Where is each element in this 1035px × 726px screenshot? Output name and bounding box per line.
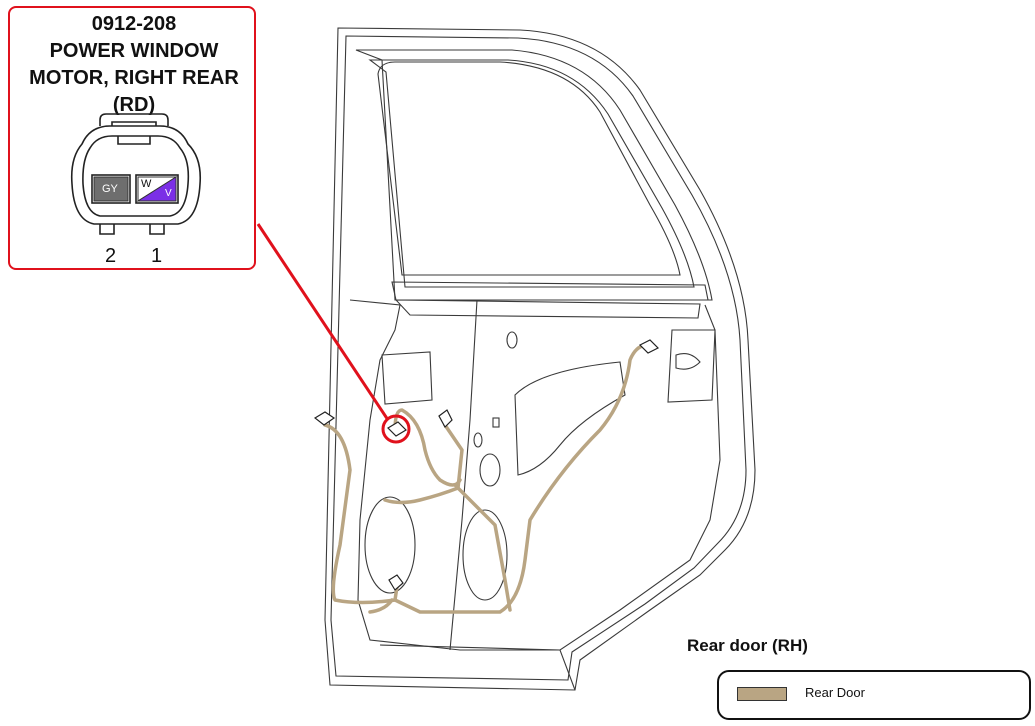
connector-title: 0912-208 POWER WINDOW MOTOR, RIGHT REAR …: [10, 11, 258, 119]
pin1-wire-color-stripe: V: [165, 188, 172, 199]
pin2-number: 2: [105, 245, 117, 267]
legend-swatch-rear-door: [737, 687, 787, 701]
connector-name-line2: MOTOR, RIGHT REAR: [29, 67, 239, 89]
pin1-number: 1: [151, 245, 163, 267]
connector-highlight-circle: [381, 414, 411, 444]
door-connectors: [313, 339, 660, 591]
connector-code: 0912-208: [91, 13, 177, 35]
pin2-wire-color: GY: [102, 183, 118, 195]
pin1-cell-stripe: [136, 176, 177, 202]
legend: Rear Door: [717, 670, 1031, 720]
legend-label-rear-door: Rear Door: [805, 685, 865, 700]
pin2-cell: [93, 176, 129, 202]
door-outline: [324, 27, 756, 691]
callout-leader-line: [256, 223, 390, 421]
view-title: Rear door (RH): [687, 636, 808, 655]
connector-name-line1: POWER WINDOW: [49, 40, 219, 62]
harness-rear-door: [323, 343, 650, 614]
pin1-wire-color-base: W: [141, 178, 152, 190]
connector-callout: 0912-208 POWER WINDOW MOTOR, RIGHT REAR …: [8, 6, 256, 270]
connector-face-drawing: [70, 113, 202, 235]
connector-location: (RD): [112, 94, 156, 116]
